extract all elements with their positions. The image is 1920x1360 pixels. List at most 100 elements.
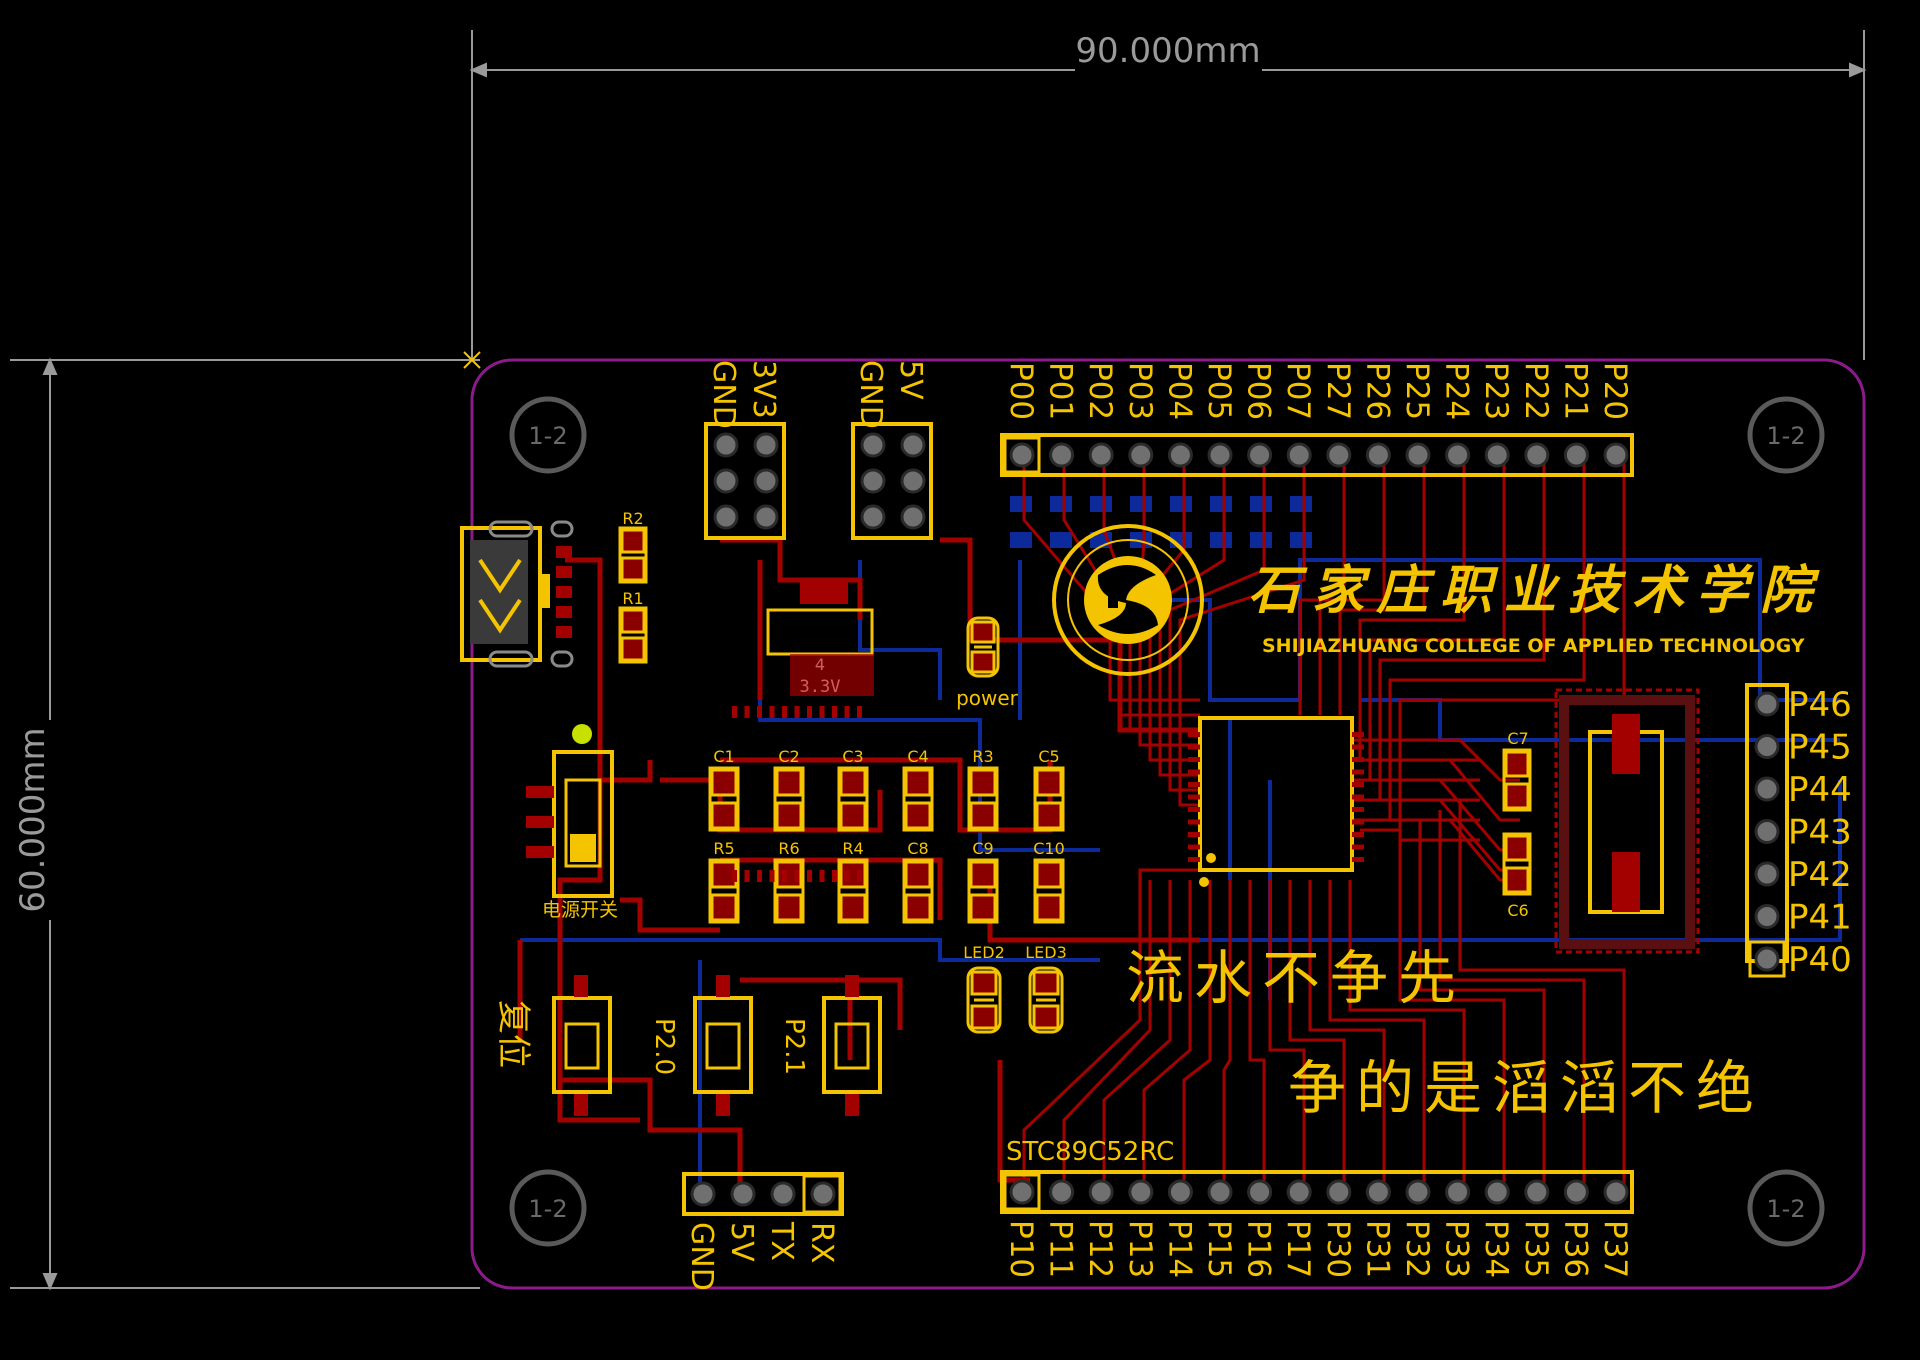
crystal-oscillator[interactable]: [1554, 688, 1700, 954]
bottom-header-pin[interactable]: [1603, 1179, 1629, 1205]
right-header-pin[interactable]: [1754, 776, 1780, 802]
r4-pad[interactable]: [839, 893, 867, 922]
bottom-header-pin[interactable]: [1207, 1179, 1233, 1205]
bottom-header-pin[interactable]: [1167, 1179, 1193, 1205]
c2-pad[interactable]: [775, 801, 803, 830]
serial-header[interactable]: [682, 1172, 844, 1216]
led3[interactable]: [1028, 966, 1064, 1034]
top-header-pin[interactable]: [1445, 442, 1471, 468]
top-header-pin[interactable]: [1405, 442, 1431, 468]
bottom-header-pin[interactable]: [1365, 1179, 1391, 1205]
r3-pad[interactable]: [969, 768, 997, 797]
top-header-pin[interactable]: [1247, 442, 1273, 468]
usb-connector[interactable]: [460, 520, 574, 668]
top-header-pin[interactable]: [1524, 442, 1550, 468]
bottom-pin-header[interactable]: [1000, 1170, 1634, 1214]
c9-pad[interactable]: [969, 893, 997, 922]
led2[interactable]: [966, 966, 1002, 1034]
voltage-regulator[interactable]: [766, 580, 874, 696]
bottom-header-pin[interactable]: [1088, 1179, 1114, 1205]
mcu-label: STC89C52RC: [1006, 1137, 1174, 1167]
c3-pad[interactable]: [839, 768, 867, 797]
power-header-3v3[interactable]: [704, 422, 786, 540]
power-header-5v[interactable]: [851, 422, 933, 540]
c1-pad[interactable]: [710, 768, 738, 797]
c5-pad[interactable]: [1035, 801, 1063, 830]
r3-pad[interactable]: [969, 801, 997, 830]
mcu-chip[interactable]: [732, 706, 1364, 887]
c8-pad[interactable]: [904, 893, 932, 922]
led2-label: LED2: [963, 943, 1005, 962]
r5-pad[interactable]: [710, 893, 738, 922]
mcu-pin: [744, 870, 750, 882]
top-header-pin[interactable]: [1128, 442, 1154, 468]
passive-components[interactable]: [708, 766, 1065, 924]
capacitor-c6[interactable]: [1502, 832, 1532, 896]
top-header-pin[interactable]: [1365, 442, 1391, 468]
mcu-pin: [832, 870, 837, 882]
mcu-pin: [832, 706, 837, 718]
r6-pad[interactable]: [775, 893, 803, 922]
bottom-header-pin[interactable]: [1405, 1179, 1431, 1205]
r4-label: R4: [842, 839, 863, 858]
c4-pad[interactable]: [904, 801, 932, 830]
top-header-pin[interactable]: [1167, 442, 1193, 468]
bottom-header-pin[interactable]: [1445, 1179, 1471, 1205]
c4-pad[interactable]: [904, 768, 932, 797]
c9-outline: [967, 858, 999, 924]
header-5v-label-5v: 5V: [893, 360, 928, 400]
c1-pad[interactable]: [710, 801, 738, 830]
capacitor-c7[interactable]: [1502, 748, 1532, 812]
right-header-pin[interactable]: [1754, 861, 1780, 887]
c3-pad[interactable]: [839, 801, 867, 830]
power-switch[interactable]: [526, 724, 614, 898]
c2-pad[interactable]: [775, 768, 803, 797]
bottom-header-pin[interactable]: [1563, 1179, 1589, 1205]
top-header-pin[interactable]: [1009, 442, 1035, 468]
top-header-pin[interactable]: [1286, 442, 1312, 468]
bottom-header-pin[interactable]: [1524, 1179, 1550, 1205]
right-pin-header[interactable]: [1745, 683, 1789, 978]
c8-pad[interactable]: [904, 860, 932, 889]
bottom-header-label: P15: [1201, 1220, 1237, 1278]
bottom-header-pin[interactable]: [1009, 1179, 1035, 1205]
bottom-header-pin[interactable]: [1326, 1179, 1352, 1205]
right-header-pin[interactable]: [1754, 734, 1780, 759]
right-header-pin[interactable]: [1754, 819, 1780, 844]
button-p21[interactable]: [822, 975, 882, 1116]
c9-pad[interactable]: [969, 860, 997, 889]
button-p20[interactable]: [693, 975, 753, 1116]
reset-button[interactable]: [552, 975, 612, 1116]
top-header-pin[interactable]: [1563, 442, 1589, 468]
right-header-pin[interactable]: [1754, 904, 1780, 929]
c5-pad[interactable]: [1035, 768, 1063, 797]
bottom-header-pin[interactable]: [1247, 1179, 1273, 1205]
bottom-header-pin[interactable]: [1049, 1179, 1075, 1205]
bottom-header-pin[interactable]: [1128, 1179, 1154, 1205]
right-header-pin[interactable]: [1754, 946, 1780, 972]
top-header-pin[interactable]: [1088, 442, 1114, 468]
top-header-pin[interactable]: [1484, 442, 1510, 468]
top-pin-header[interactable]: [1000, 433, 1634, 477]
resistor-r1[interactable]: [618, 606, 648, 664]
slogan-line-2: 争的是滔滔不绝: [1288, 1054, 1764, 1122]
top-header-pin[interactable]: [1049, 442, 1075, 468]
c3-label: C3: [842, 747, 863, 766]
mcu-pin: [1188, 807, 1200, 812]
r2-label: R2: [622, 509, 643, 528]
bottom-header-pin[interactable]: [1484, 1179, 1510, 1205]
right-header-pin[interactable]: [1754, 691, 1780, 717]
resistor-r2[interactable]: [618, 526, 648, 584]
top-header-pin[interactable]: [1603, 442, 1629, 468]
top-header-pin[interactable]: [1326, 442, 1352, 468]
c10-pad[interactable]: [1035, 860, 1063, 889]
power-led[interactable]: [966, 616, 1000, 678]
bottom-header-pin[interactable]: [1286, 1179, 1312, 1205]
top-header-pin[interactable]: [1207, 442, 1233, 468]
mcu-pin: [819, 706, 825, 718]
c10-pad[interactable]: [1035, 893, 1063, 922]
bottom-header-label: P10: [1003, 1220, 1039, 1278]
mcu-pin: [757, 706, 762, 718]
